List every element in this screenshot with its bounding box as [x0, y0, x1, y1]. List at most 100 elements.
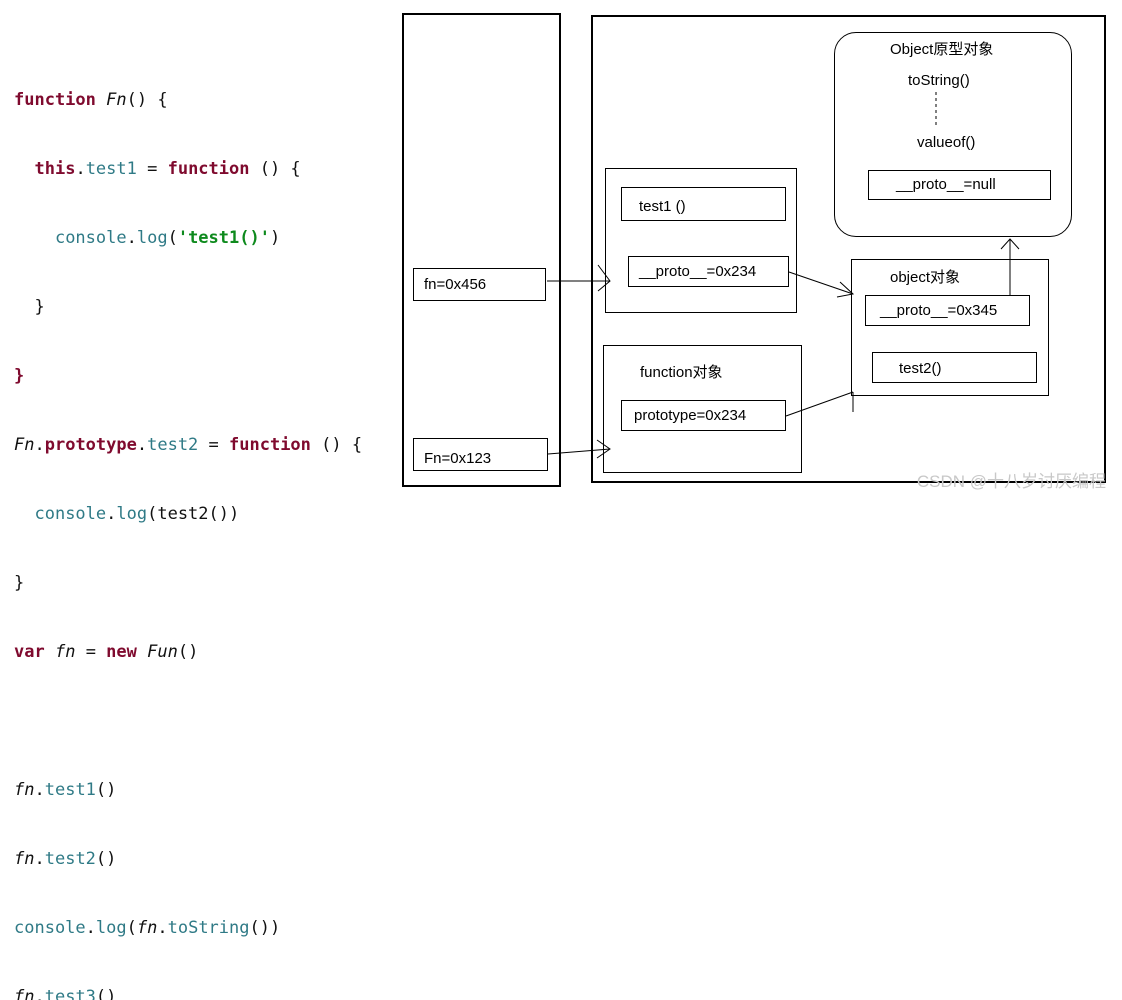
object-prototype-box	[834, 32, 1072, 237]
code-line-9: var fn = new Fun()	[14, 641, 362, 664]
stack-slot-fn	[413, 268, 546, 301]
prototype-test2-label: test2()	[899, 360, 942, 377]
code-line-13: console.log(fn.toString())	[14, 917, 362, 940]
code-text: .	[34, 987, 45, 1000]
code-text: () {	[249, 159, 301, 179]
code-line-12: fn.test2()	[14, 848, 362, 871]
code-text: .	[75, 159, 86, 179]
code-text: .	[157, 918, 168, 938]
object-prototype-tostring: toString()	[908, 72, 970, 89]
member-name: test2	[44, 849, 96, 869]
code-text: (	[126, 918, 137, 938]
instance-test1-label: test1 ()	[639, 198, 686, 215]
keyword: function	[14, 90, 96, 110]
code-text: .	[34, 780, 45, 800]
keyword: function	[229, 435, 311, 455]
function-name: Fn	[14, 435, 35, 455]
prototype-proto-label: __proto__=0x345	[880, 302, 998, 319]
code-line-7: console.log(test2())	[14, 503, 362, 526]
method-name: log	[116, 504, 148, 524]
object-prototype-valueof: valueof()	[917, 134, 976, 151]
code-line-3: console.log('test1()')	[14, 227, 362, 250]
closing-brace: }	[14, 366, 25, 386]
member-name: toString	[167, 918, 250, 938]
function-object-box	[603, 345, 802, 473]
string-literal: 'test1()'	[177, 228, 270, 248]
object-name: console	[54, 228, 127, 248]
object-prototype-proto-slot	[868, 170, 1051, 200]
keyword: this	[34, 159, 76, 179]
arrow-Fn-to-function-object	[547, 448, 611, 455]
prototype-test2-slot	[872, 352, 1037, 383]
function-object-title: function对象	[640, 364, 723, 381]
arrowhead	[597, 264, 611, 292]
member-name: test3	[44, 987, 96, 1000]
code-text: =	[136, 159, 168, 179]
prototype-proto-slot	[865, 295, 1030, 326]
arrowhead	[596, 439, 611, 459]
variable-name: fn	[14, 849, 35, 869]
arrow-instance-proto-to-prototype-object	[788, 271, 854, 295]
prototype-object-box	[851, 259, 1049, 396]
connector-layer	[547, 92, 1020, 459]
instance-proto-label: __proto__=0x234	[639, 263, 757, 280]
object-name: console	[14, 918, 86, 938]
stack-slot-Fn	[413, 438, 548, 471]
code-text: .	[106, 504, 117, 524]
code-text: () {	[310, 435, 363, 455]
heap-memory-box	[591, 15, 1106, 483]
code-text: }	[34, 297, 45, 317]
instance-test1-slot	[621, 187, 786, 221]
code-text: =	[198, 435, 230, 455]
code-text: .	[85, 918, 96, 938]
function-prototype-slot	[621, 400, 786, 431]
code-text: ()	[95, 849, 117, 869]
code-text: ()	[95, 780, 117, 800]
keyword: var	[14, 642, 45, 662]
instance-object-box	[605, 168, 797, 313]
code-text: ())	[249, 918, 281, 938]
code-line-10	[14, 710, 362, 733]
code-text: )	[269, 228, 281, 248]
method-name: log	[95, 918, 127, 938]
arrow-function-prototype-to-prototype-object	[785, 391, 854, 417]
code-line-2: this.test1 = function () {	[14, 158, 362, 181]
code-text: .	[34, 849, 45, 869]
member-name: test2	[147, 435, 199, 455]
code-text: () {	[126, 90, 168, 110]
keyword: function	[167, 159, 250, 179]
code-line-8: }	[14, 572, 362, 595]
method-name: log	[136, 228, 168, 248]
keyword: prototype	[44, 435, 137, 455]
code-text: ()	[177, 642, 199, 662]
stack-memory-box	[402, 13, 561, 487]
prototype-object-title: object对象	[890, 269, 961, 286]
constructor-name: Fun	[147, 642, 178, 662]
object-name: console	[34, 504, 107, 524]
code-line-5: }	[14, 365, 362, 388]
object-prototype-title: Object原型对象	[890, 41, 994, 58]
member-name: test1	[85, 159, 137, 179]
object-prototype-proto-label: __proto__=null	[896, 176, 996, 193]
code-line-1: function Fn() {	[14, 89, 362, 112]
member-name: test1	[44, 780, 96, 800]
code-text: =	[75, 642, 107, 662]
variable-name: fn	[14, 780, 35, 800]
function-name: Fn	[106, 90, 127, 110]
stack-fn-label: fn=0x456	[424, 276, 487, 293]
code-line-4: }	[14, 296, 362, 319]
code-text: .	[34, 435, 45, 455]
variable-name: fn	[54, 642, 76, 662]
code-text: (test2())	[147, 504, 240, 524]
variable-name: fn	[136, 918, 158, 938]
csdn-watermark: CSDN @十八岁讨厌编程	[916, 472, 1106, 491]
variable-name: fn	[14, 987, 35, 1000]
function-prototype-label: prototype=0x234	[634, 407, 747, 424]
code-text: ()	[95, 987, 117, 1000]
keyword: new	[106, 642, 137, 662]
arrowhead	[836, 281, 855, 298]
instance-proto-slot	[628, 256, 789, 287]
code-text: .	[136, 435, 148, 455]
stack-Fn-label: Fn=0x123	[424, 450, 492, 467]
code-text: }	[14, 573, 25, 593]
